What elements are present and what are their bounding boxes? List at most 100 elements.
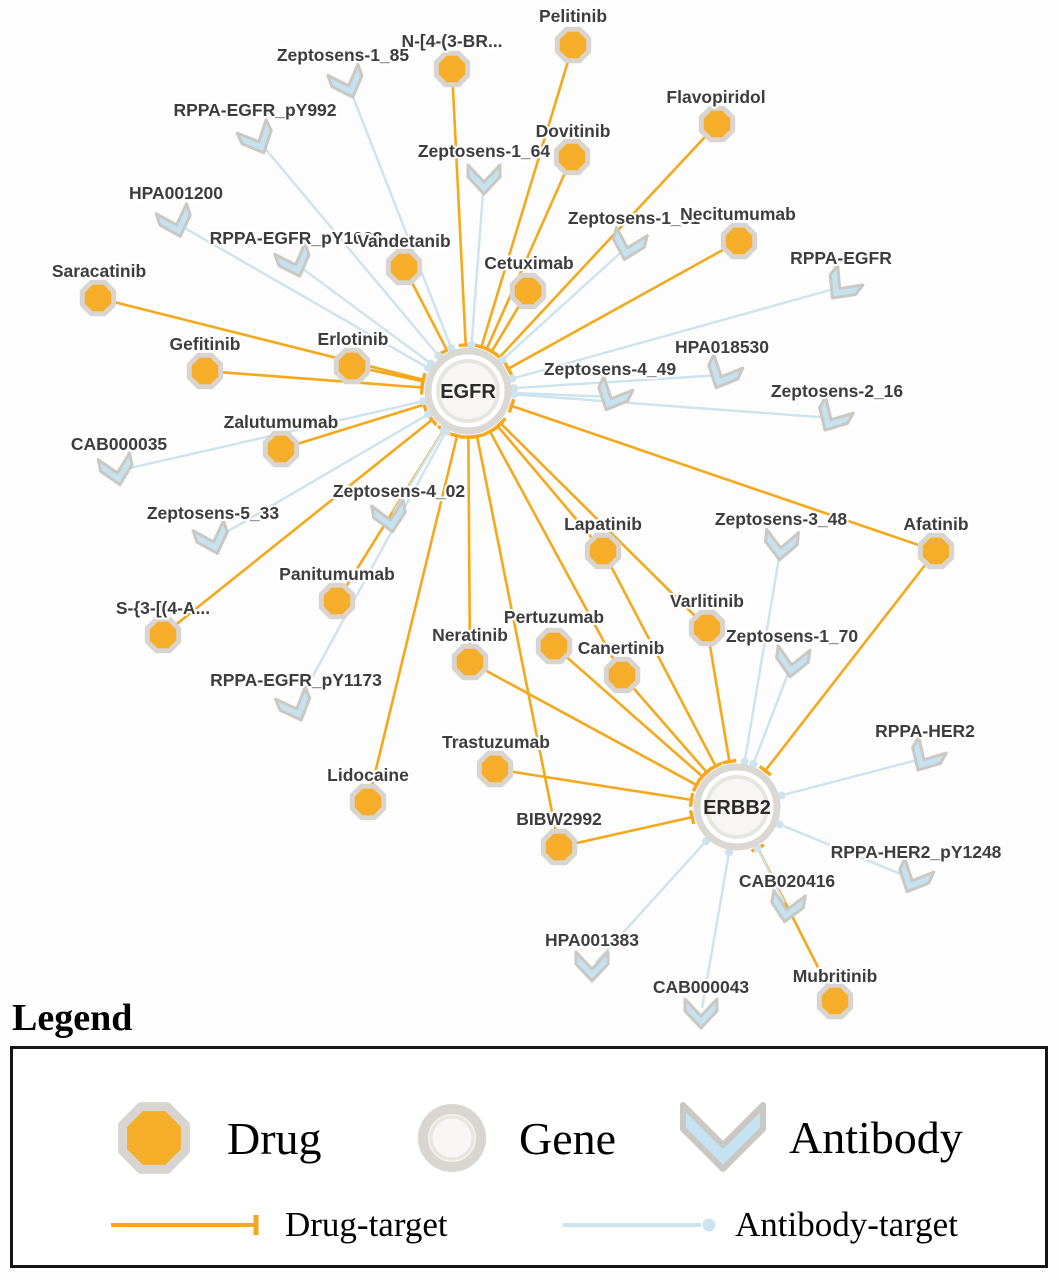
legend-item-antibody-target: Antibody-target <box>561 1205 958 1245</box>
antibody-label: Zeptosens-1_64 <box>418 141 551 161</box>
legend-item-antibody: Antibody <box>677 1097 963 1177</box>
tee-arrowhead-icon <box>494 417 507 430</box>
drug-target-edge <box>370 435 459 787</box>
antibody-node-RPPA-EGFR_pY992[interactable] <box>235 118 278 160</box>
drug-node-Trastuzumab[interactable] <box>476 750 514 788</box>
antibody-label: Zeptosens-4_02 <box>333 481 466 501</box>
antibody-node-RPPA-HER2[interactable] <box>904 735 948 778</box>
drug-node-Erlotinib[interactable] <box>333 347 371 385</box>
legend-title: Legend <box>12 997 133 1039</box>
gene-node-ERBB2[interactable] <box>693 763 781 851</box>
drug-target-edge <box>565 655 704 778</box>
edges-layer <box>113 59 928 1009</box>
drug-target-edge <box>113 300 424 382</box>
antibody-node-RPPA-EGFR_pY1068[interactable] <box>273 241 315 281</box>
drug-node-Panitumumab[interactable] <box>318 582 356 620</box>
antibody-target-edge <box>743 551 782 762</box>
antibody-target-edge <box>513 374 717 390</box>
legend-item-drug-target: Drug-target <box>109 1205 448 1245</box>
antibody-label: RPPA-EGFR_pY1068 <box>210 228 383 248</box>
antibody-node-RPPA-HER2_pY1248[interactable] <box>893 857 936 899</box>
antibody-node-HPA018530[interactable] <box>702 353 745 395</box>
legend-item-drug: Drug <box>109 1093 322 1183</box>
antibody-label: CAB020416 <box>739 871 836 891</box>
drug-label: Canertinib <box>578 638 665 658</box>
drug-target-line-icon <box>109 1212 269 1238</box>
drug-node-Afatinib[interactable] <box>917 532 955 570</box>
drug-target-edge <box>496 425 594 540</box>
tee-arrowhead-icon <box>688 809 696 825</box>
antibody-node-CAB000043[interactable] <box>683 997 719 1030</box>
drug-target-edge <box>295 403 425 446</box>
drug-node-Saracatinib[interactable] <box>79 279 117 317</box>
drug-target-edge <box>631 686 708 774</box>
drug-label: Cetuximab <box>484 253 573 273</box>
drug-node-Vandetanib[interactable] <box>385 248 423 286</box>
drug-label: Pelitinib <box>539 6 607 26</box>
antibody-node-Zeptosens-1_70[interactable] <box>774 644 812 679</box>
drug-node-S-{3-[(4-A...[interactable] <box>144 616 182 654</box>
drug-node-Neratinib[interactable] <box>451 643 489 681</box>
drug-node-Dovitinib[interactable] <box>553 138 591 176</box>
antibody-node-Zeptosens-2_16[interactable] <box>811 395 855 438</box>
antibody-node-HPA001383[interactable] <box>574 950 610 983</box>
drug-target-edge <box>488 430 616 662</box>
drug-node-Cetuximab[interactable] <box>509 272 547 310</box>
drug-target-edge <box>451 84 468 346</box>
drug-label: Varlitinib <box>670 591 744 611</box>
drug-node-Gefitinib[interactable] <box>186 352 224 390</box>
drug-node-BIBW2992[interactable] <box>540 828 578 866</box>
antibody-label: Zeptosens-5_33 <box>147 503 280 523</box>
antibody-label: CAB000043 <box>653 977 750 997</box>
drug-node-Pelitinib[interactable] <box>554 26 592 64</box>
drug-target-edge <box>174 418 433 627</box>
tee-arrowhead-icon <box>419 374 427 389</box>
antibody-label: Zeptosens-4_49 <box>544 359 677 379</box>
drug-node-Mubritinib[interactable] <box>816 982 854 1020</box>
antibody-label: HPA001383 <box>545 930 639 950</box>
antibody-node-Zeptosens-1_51[interactable] <box>609 225 649 263</box>
drug-label: Lapatinib <box>564 514 642 534</box>
drug-target-edge <box>507 247 726 370</box>
antibody-node-Zeptosens-3_48[interactable] <box>763 527 800 562</box>
drug-target-edge <box>609 564 717 767</box>
antibody-label: RPPA-EGFR_pY1173 <box>210 670 382 690</box>
dot-arrowhead-icon <box>509 390 518 399</box>
dot-arrowhead-icon <box>467 341 476 350</box>
drug-node-Pertuzumab[interactable] <box>535 627 573 665</box>
antibody-node-CAB000035[interactable] <box>96 451 135 488</box>
drug-node-Lapatinib[interactable] <box>584 532 622 570</box>
antibody-target-edge <box>700 852 731 1009</box>
drug-label: S-{3-[(4-A... <box>116 598 210 618</box>
gene-label: EGFR <box>440 381 496 403</box>
antibody-node-Zeptosens-5_33[interactable] <box>191 519 232 558</box>
antibody-target-edge <box>756 847 786 904</box>
legend-antibody-label: Antibody <box>789 1111 963 1163</box>
antibody-target-edge <box>513 391 607 398</box>
drug-node-Flavopiridol[interactable] <box>698 105 736 143</box>
antibody-node-Zeptosens-4_49[interactable] <box>592 375 635 417</box>
antibody-node-HPA001200[interactable] <box>154 202 195 241</box>
drug-node-Lidocaine[interactable] <box>349 783 387 821</box>
drug-node-Zalutumumab[interactable] <box>262 430 300 468</box>
antibody-node-CAB020416[interactable] <box>769 888 807 924</box>
drug-target-edge <box>764 562 928 772</box>
antibody-node-Zeptosens-4_02[interactable] <box>370 498 409 534</box>
drug-target-edge <box>708 643 731 762</box>
antibody-node-Zeptosens-1_64[interactable] <box>466 163 502 196</box>
antibody-label: RPPA-EGFR_pY992 <box>173 100 336 120</box>
antibody-label: CAB000035 <box>71 434 168 454</box>
antibody-target-line-icon <box>561 1212 721 1238</box>
drug-node-Canertinib[interactable] <box>603 656 641 694</box>
drug-node-Varlitinib[interactable] <box>688 609 726 647</box>
drug-label: Zalutumumab <box>224 412 339 432</box>
antibody-node-Zeptosens-1_85[interactable] <box>326 62 368 102</box>
antibody-node-RPPA-EGFR[interactable] <box>820 263 865 308</box>
antibody-node-RPPA-EGFR_pY1173[interactable] <box>274 685 317 726</box>
drug-node-Necitumumab[interactable] <box>720 222 758 260</box>
dot-arrowhead-icon <box>508 374 517 383</box>
gene-node-EGFR[interactable] <box>424 347 512 435</box>
drug-node-N-[4-(3-BR...[interactable] <box>433 50 471 88</box>
drug-target-edge <box>485 171 567 350</box>
